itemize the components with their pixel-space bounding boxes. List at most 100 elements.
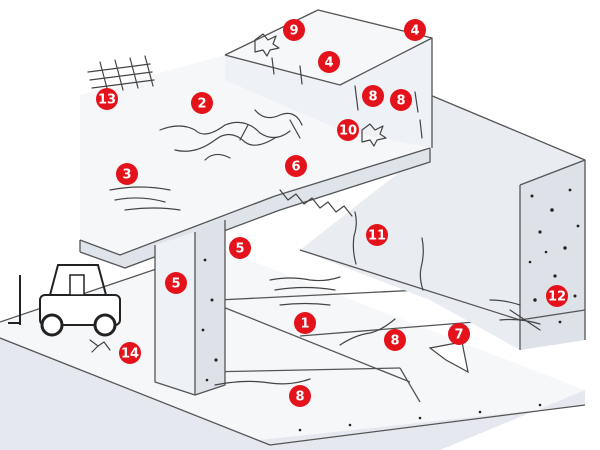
marker-label: 8 xyxy=(396,94,405,109)
marker-circle xyxy=(285,155,307,177)
marker-circle xyxy=(229,237,251,259)
marker-circle xyxy=(362,85,384,107)
floor-surface-cracks xyxy=(269,276,341,306)
floor-crack-under-forklift xyxy=(89,339,111,353)
marker-m14: 14 xyxy=(119,342,141,364)
marker-label: 7 xyxy=(454,328,463,343)
floor-slab-cracks xyxy=(214,318,396,386)
marker-m4b: 4 xyxy=(318,51,340,73)
marker-m8b: 8 xyxy=(390,89,412,111)
marker-m12: 12 xyxy=(546,285,568,307)
wall-specks xyxy=(528,188,580,324)
marker-label: 3 xyxy=(122,168,131,183)
marker-label: 13 xyxy=(98,93,116,108)
marker-m13: 13 xyxy=(96,88,118,110)
marker-m5a: 5 xyxy=(229,237,251,259)
parapet-front xyxy=(225,38,432,148)
column-left-front xyxy=(155,232,195,395)
forklift xyxy=(8,264,121,337)
marker-circle xyxy=(448,323,470,345)
floor-edge-specks xyxy=(298,403,542,432)
marker-circle xyxy=(294,312,316,334)
column-left-outline xyxy=(154,220,226,396)
floor-front-edge xyxy=(0,322,585,450)
marker-label: 1 xyxy=(300,317,309,332)
marker-label: 10 xyxy=(339,124,357,139)
column-specks xyxy=(201,258,218,382)
marker-label: 5 xyxy=(235,242,244,257)
marker-circle xyxy=(116,163,138,185)
back-wall-outline xyxy=(429,94,586,350)
marker-m6: 6 xyxy=(285,155,307,177)
marker-circle xyxy=(191,92,213,114)
upper-slab-front-edge xyxy=(80,148,430,268)
marker-label: 6 xyxy=(291,160,300,175)
parapet-cracks xyxy=(271,57,423,139)
spall-cluster-lower xyxy=(361,123,387,147)
marker-m8a: 8 xyxy=(362,85,384,107)
grid-pattern xyxy=(87,55,155,93)
marker-label: 4 xyxy=(410,24,419,39)
column-left-side xyxy=(195,220,225,395)
marker-m5b: 5 xyxy=(165,272,187,294)
marker-circle xyxy=(165,272,187,294)
marker-label: 14 xyxy=(121,347,139,362)
floor-joint-4 xyxy=(204,367,401,373)
marker-circle xyxy=(546,285,568,307)
marker-m7: 7 xyxy=(448,323,470,345)
marker-circle xyxy=(96,88,118,110)
floor-slab xyxy=(0,247,586,450)
marker-circle xyxy=(366,224,388,246)
upper-slab-outline xyxy=(79,147,431,269)
upper-slab-top xyxy=(80,55,430,255)
marker-label: 8 xyxy=(390,334,399,349)
marker-m9: 9 xyxy=(283,19,305,41)
marker-m1: 1 xyxy=(294,312,316,334)
marker-label: 8 xyxy=(295,390,304,405)
marker-m4a: 4 xyxy=(404,19,426,41)
marker-m8d: 8 xyxy=(289,385,311,407)
marker-label: 8 xyxy=(368,90,377,105)
marker-label: 5 xyxy=(171,277,180,292)
wall-base-cracks xyxy=(489,299,541,331)
marker-m3: 3 xyxy=(116,163,138,185)
floor-joint-1 xyxy=(217,289,421,301)
columns xyxy=(154,220,226,396)
marker-circle xyxy=(318,51,340,73)
floor-joint-3 xyxy=(299,319,501,337)
marker-m8c: 8 xyxy=(384,329,406,351)
marker-label: 11 xyxy=(368,229,386,244)
spall-cluster-upper xyxy=(254,33,280,57)
marker-circle xyxy=(384,329,406,351)
floor-joint-2 xyxy=(217,304,411,383)
parapet-wall xyxy=(224,9,433,148)
parapet-top xyxy=(225,10,432,85)
honeycomb-specks xyxy=(201,188,580,432)
floor-joint-5 xyxy=(399,367,421,403)
marker-label: 2 xyxy=(197,97,206,112)
shrinkage-cracks xyxy=(109,186,181,211)
marker-circle xyxy=(390,89,412,111)
edge-joint-damage xyxy=(279,189,353,217)
marker-label: 4 xyxy=(324,56,333,71)
wall-vertical-cracks xyxy=(352,211,424,291)
marker-circle xyxy=(404,19,426,41)
back-wall xyxy=(299,94,586,350)
marker-circle xyxy=(289,385,311,407)
marker-label: 12 xyxy=(548,290,566,305)
upper-slab xyxy=(79,55,431,269)
map-cracks xyxy=(159,109,303,161)
marker-label: 9 xyxy=(289,24,298,39)
parapet-outline xyxy=(224,9,433,148)
joint-spall xyxy=(428,341,469,374)
marker-m2: 2 xyxy=(191,92,213,114)
marker-m10: 10 xyxy=(337,119,359,141)
marker-circle xyxy=(337,119,359,141)
marker-circle xyxy=(283,19,305,41)
marker-circle xyxy=(119,342,141,364)
defect-marks xyxy=(87,33,541,386)
right-wall-face xyxy=(520,160,585,350)
back-wall-face xyxy=(300,95,585,350)
